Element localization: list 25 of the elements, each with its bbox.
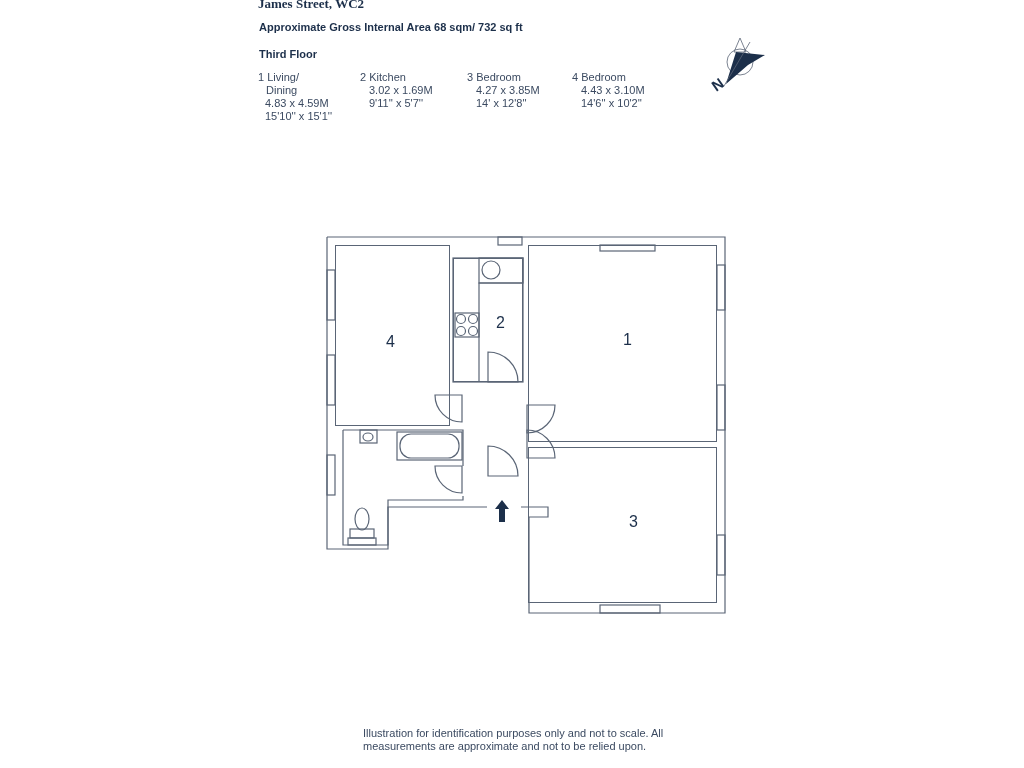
room-dimension: 3.02 x 1.69M <box>369 84 433 97</box>
room-dimension: 4.83 x 4.59M <box>265 97 329 110</box>
room-dimension: 15'10'' x 15'1'' <box>265 110 333 123</box>
area-heading: Approximate Gross Internal Area 68 sqm/ 732 sq ft <box>259 21 523 34</box>
title: James Street, WC2 <box>258 0 365 10</box>
room-dimension: 9'11'' x 5'7'' <box>369 97 423 110</box>
room-number: 3 <box>629 514 638 530</box>
floor-heading: Third Floor <box>259 48 318 61</box>
room-outline <box>528 447 717 603</box>
room-outline <box>528 245 717 442</box>
room-name: 2 Kitchen <box>360 71 406 84</box>
room-name: 3 Bedroom <box>467 71 521 84</box>
room-outline <box>335 245 450 426</box>
compass-letter: N <box>709 76 726 93</box>
room-dimension: 14'6'' x 10'2'' <box>581 97 642 110</box>
room-name: 4 Bedroom <box>572 71 626 84</box>
room-dimension: 14' x 12'8'' <box>476 97 527 110</box>
room-dimension: 4.43 x 3.10M <box>581 84 645 97</box>
room-name: 1 Living/ Dining <box>258 71 300 97</box>
room-outline <box>453 258 523 382</box>
room-number: 1 <box>623 332 632 348</box>
room-dimension: 4.27 x 3.85M <box>476 84 540 97</box>
room-number: 2 <box>496 315 505 331</box>
room-number: 4 <box>386 334 395 350</box>
disclaimer-note: Illustration for identification purposes only and not to scale. All measurements are approximate and not to be relied upon. <box>363 727 665 753</box>
